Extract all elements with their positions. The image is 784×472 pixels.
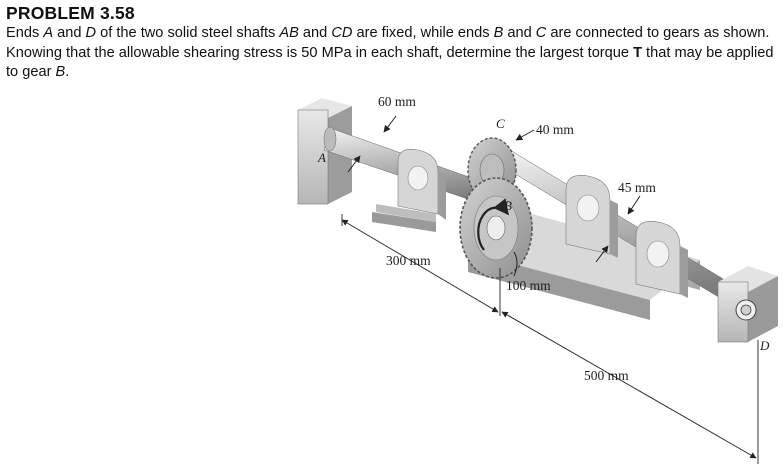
var-a: A	[43, 25, 54, 41]
bearing-right	[635, 221, 688, 298]
var-d: D	[85, 25, 97, 41]
problem-title: PROBLEM 3.58	[6, 3, 135, 23]
var-b: B	[493, 25, 504, 41]
dim-length-ab: 300 mm	[386, 253, 431, 268]
statement-text: are connected to gears as shown. Knowing…	[6, 25, 770, 61]
bearing-middle	[565, 175, 618, 258]
fixed-support-d	[717, 266, 778, 343]
label-point-d: D	[759, 338, 770, 353]
dim-radius-c: 40 mm	[536, 122, 574, 137]
var-c: C	[535, 25, 547, 41]
statement-text: Ends	[6, 25, 44, 41]
statement-text: and	[298, 25, 332, 41]
statement-text: .	[65, 64, 70, 80]
problem-block: PROBLEM 3.58 Ends A and D of the two sol…	[6, 2, 778, 83]
dim-radius-b: 100 mm	[506, 278, 551, 293]
var-ab: AB	[279, 25, 299, 41]
dim-diameter-ab: 60 mm	[378, 94, 416, 109]
dimension-lines	[341, 214, 759, 464]
statement-text: and	[53, 25, 86, 41]
var-b: B	[55, 64, 66, 80]
dim-diameter-cd: 45 mm	[618, 180, 656, 195]
var-torque: T	[633, 44, 642, 61]
bearing-left	[397, 148, 446, 220]
statement-text: of the two solid steel shafts	[96, 25, 280, 41]
leader-lines	[347, 115, 641, 277]
var-cd: CD	[331, 25, 353, 41]
label-point-b: B	[504, 198, 512, 213]
label-point-a: A	[317, 150, 326, 165]
label-point-c: C	[496, 116, 505, 131]
statement-text: are fixed, while ends	[352, 25, 494, 41]
statement-text: and	[503, 25, 536, 41]
gear-b	[459, 177, 533, 279]
problem-statement: Ends A and D of the two solid steel shaf…	[6, 24, 778, 83]
dim-length-cd: 500 mm	[584, 368, 629, 383]
statement-text: that may be applied to gear	[6, 44, 774, 81]
